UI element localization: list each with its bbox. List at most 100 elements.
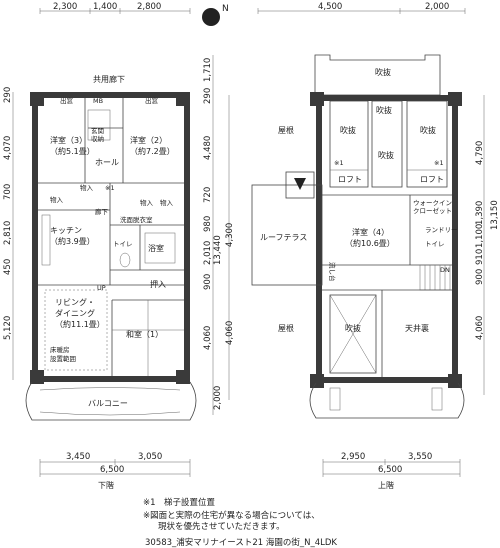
lower-storage4: 物入 xyxy=(160,198,174,207)
note-disclaimer-1: ※図面と実際の住宅が異なる場合については、 xyxy=(143,511,320,521)
dim-left-5: 450 xyxy=(3,259,13,275)
dim-right-1: 4,790 xyxy=(475,141,485,165)
dim-mid-4: 720 xyxy=(203,187,213,203)
dim-mid-6: 2,010 xyxy=(203,241,213,265)
dim-bottom-total-1: 6,500 xyxy=(100,465,124,475)
upper-tenjoura: 天井裏 xyxy=(405,323,429,333)
lower-floor: 共用廊下 出窓 MB 出窓 洋室（3） （約5.1畳） 洋室（2） （約7.2畳… xyxy=(25,74,197,421)
lower-floor-heat2: 設置範囲 xyxy=(50,354,76,363)
note-disclaimer-2: 現状を優先させていただきます。 xyxy=(158,522,285,532)
upper-toilet: トイレ xyxy=(425,240,445,248)
lower-entrance: 玄関 xyxy=(91,126,104,135)
lower-kitchen: キッチン xyxy=(50,226,82,235)
upper-lounge: ランドリー xyxy=(425,226,458,234)
dim-left-3: 700 xyxy=(3,184,13,200)
dim-mid-total-1: 13,440 xyxy=(213,235,223,265)
lower-hallway: 廊下 xyxy=(95,207,109,216)
upper-sink: 流し台 xyxy=(328,262,337,282)
upper-fukinuke-a: 吹抜 xyxy=(340,125,356,135)
bottom-dimensions-upper: 2,950 3,550 6,500 上階 xyxy=(322,452,461,490)
lower-mark: ※1 xyxy=(105,184,115,192)
lower-floor-label: 下階 xyxy=(98,480,114,490)
listing-id: 30583_浦安マリナイースト21 海園の街_N_4LDK xyxy=(145,538,338,548)
upper-walkin: ウォークイン xyxy=(413,199,452,207)
lower-storage3: 物入 xyxy=(140,198,154,207)
upper-mark1: ※1 xyxy=(334,159,344,167)
dim-right-3: 1,100 xyxy=(475,224,485,248)
lower-living-size: （約11.1畳） xyxy=(55,319,105,329)
lower-mb3: 出窓 xyxy=(145,96,159,105)
upper-floor: 吹抜 吹抜 吹抜 吹抜 吹抜 ロフト ロフト ※1 ※1 屋根 屋根 ルーフテラ… xyxy=(251,54,465,419)
lower-washroom: 洗面脱衣室 xyxy=(120,215,153,224)
lower-washitsu: 和室（1） xyxy=(126,329,163,339)
lower-closet: 押入 xyxy=(150,279,166,289)
upper-roof-terrace: ルーフテラス xyxy=(260,233,307,242)
dim-mid-5: 980 xyxy=(203,216,213,232)
dim-mid-8: 4,060 xyxy=(203,326,213,350)
lower-room3-size: （約5.1畳） xyxy=(50,146,95,156)
right-dimensions: 4,790 1,390 1,100 910 900 4,060 13,150 xyxy=(475,95,500,395)
dim-left-1: 290 xyxy=(3,87,13,103)
lower-room2: 洋室（2） xyxy=(130,135,167,145)
lower-floor-heat: 床暖房 xyxy=(50,345,70,354)
dim-right-2: 1,390 xyxy=(475,201,485,225)
upper-mark2: ※1 xyxy=(434,159,444,167)
upper-floor-label: 上階 xyxy=(378,480,394,490)
upper-loft2: ロフト xyxy=(420,175,444,184)
lower-shoes: 収納 xyxy=(91,134,104,143)
dim-mid-9: 4,060 xyxy=(225,321,235,345)
upper-roof2: 屋根 xyxy=(278,323,294,333)
dim-left-2: 4,070 xyxy=(3,136,13,160)
lower-storage2: 物入 xyxy=(80,183,94,192)
dim-bottom-4: 3,550 xyxy=(408,452,432,462)
dim-mid-3: 4,480 xyxy=(203,136,213,160)
lower-toilet: トイレ xyxy=(113,240,133,248)
lower-up: UP xyxy=(97,284,106,292)
lower-storage1: 物入 xyxy=(50,195,64,204)
dim-top-4: 4,500 xyxy=(318,2,342,12)
dim-bottom-2: 3,050 xyxy=(138,452,162,462)
upper-room4: 洋室（4） xyxy=(352,227,389,237)
dim-mid-10: 2,000 xyxy=(213,386,223,410)
dim-mid-7: 900 xyxy=(203,274,213,290)
upper-room4-size: （約10.6畳） xyxy=(345,238,395,248)
upper-fukinuke-bottom: 吹抜 xyxy=(345,323,361,333)
upper-fukinuke-c: 吹抜 xyxy=(378,150,394,160)
dim-top-2: 1,400 xyxy=(93,2,117,12)
dim-mid-2: 290 xyxy=(203,88,213,104)
dim-mid-total-2: 4,300 xyxy=(225,223,235,247)
upper-loft1: ロフト xyxy=(338,175,362,184)
lower-mb: 出窓 xyxy=(60,96,74,105)
left-dimensions: 290 4,070 700 2,810 450 5,120 xyxy=(3,87,14,380)
upper-fukinuke-b: 吹抜 xyxy=(376,105,392,115)
dim-right-4: 910 xyxy=(475,249,485,265)
lower-living: リビング・ xyxy=(55,297,95,307)
dim-left-4: 2,810 xyxy=(3,221,13,245)
lower-balcony: バルコニー xyxy=(88,399,128,408)
lower-room3: 洋室（3） xyxy=(50,135,87,145)
top-dimension-lower: 2,300 1,400 2,800 xyxy=(39,2,191,14)
upper-walkin2: クローゼット xyxy=(413,206,452,215)
dim-bottom-total-2: 6,500 xyxy=(378,465,402,475)
dim-top-5: 2,000 xyxy=(425,2,449,12)
compass-icon: N xyxy=(202,4,229,26)
middle-dimensions: 1,710 290 4,480 720 980 2,010 900 4,060 … xyxy=(203,55,235,415)
top-dimension-upper: 4,500 2,000 xyxy=(257,2,466,14)
dim-top-3: 2,800 xyxy=(137,2,161,12)
dim-top-1: 2,300 xyxy=(53,2,77,12)
dim-bottom-3: 2,950 xyxy=(341,452,365,462)
lower-kitchen-size: （約3.9畳） xyxy=(50,236,95,246)
dim-left-6: 5,120 xyxy=(3,316,13,340)
bottom-dimensions-lower: 3,450 3,050 6,500 下階 xyxy=(39,452,191,490)
upper-fukinuke-top: 吹抜 xyxy=(375,67,391,77)
lower-dining: ダイニング xyxy=(55,308,95,318)
lower-mb1: MB xyxy=(93,97,103,105)
compass-label: N xyxy=(222,4,229,14)
dim-right-5: 900 xyxy=(475,269,485,285)
dim-bottom-1: 3,450 xyxy=(66,452,90,462)
upper-roof1: 屋根 xyxy=(278,125,294,135)
lower-bath: 浴室 xyxy=(148,243,164,253)
dim-mid-1: 1,710 xyxy=(203,58,213,82)
lower-room2-size: （約7.2畳） xyxy=(130,146,175,156)
